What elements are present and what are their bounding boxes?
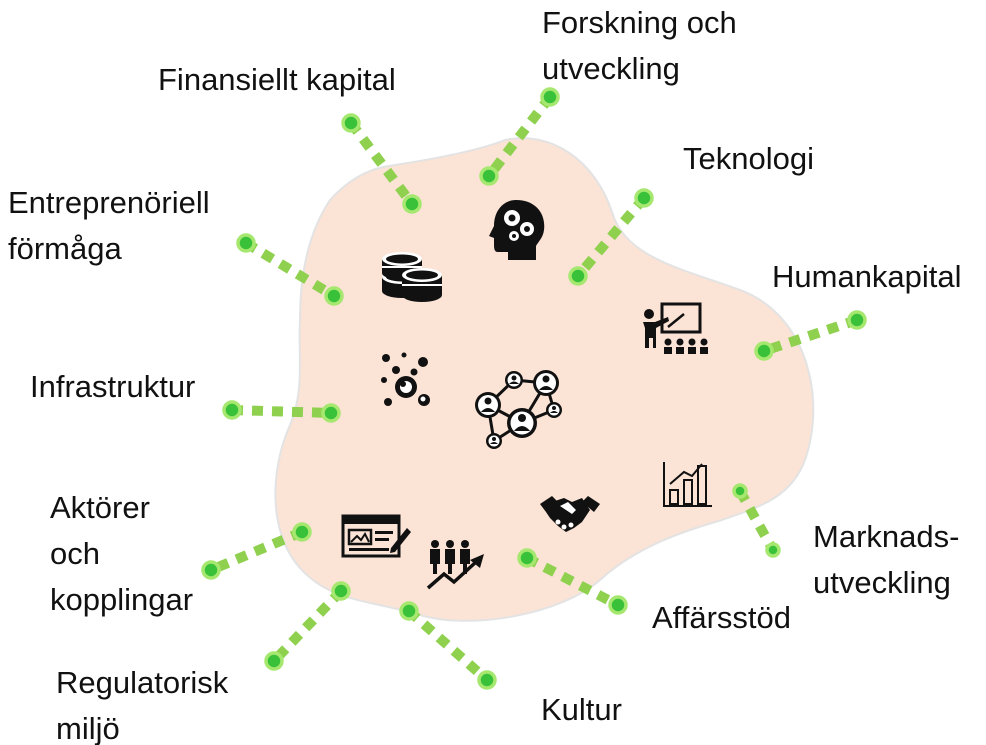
coins-icon (382, 252, 442, 302)
dot (321, 403, 341, 423)
dot (341, 113, 361, 133)
head-gears-icon (489, 200, 545, 260)
dot (331, 581, 351, 601)
dot (479, 166, 499, 186)
presentation-icon (643, 302, 708, 354)
label-forskning: Forskning och utveckling (542, 5, 737, 86)
connectors (209, 93, 859, 684)
label-finansiellt: Finansiellt kapital (158, 62, 396, 97)
label-aktorer: Aktörer och kopplingar (50, 490, 194, 617)
dot (236, 233, 256, 253)
dot (517, 548, 537, 568)
dot (540, 87, 560, 107)
connector-aktorer (209, 527, 304, 575)
connector-regulatorisk (270, 587, 345, 665)
connector-teknologi (574, 194, 648, 280)
label-entreprenoriell: Entreprenöriell förmåga (8, 185, 210, 266)
connector-kultur (405, 607, 491, 684)
connector-dots (201, 87, 867, 690)
label-marknad: Marknads- utveckling (813, 519, 960, 600)
dot (477, 670, 497, 690)
label-infrastruktur: Infrastruktur (30, 369, 196, 404)
dot (222, 400, 242, 420)
people-network-icon (475, 370, 562, 449)
label-affarsstod: Affärsstöd (652, 600, 792, 635)
dot (732, 483, 748, 499)
bar-chart-growth-icon (663, 462, 712, 507)
dot (399, 601, 419, 621)
label-teknologi: Teknologi (683, 141, 814, 176)
connector-entreprenoriell (243, 238, 337, 301)
dot (568, 266, 588, 286)
connector-forskning (485, 93, 554, 180)
handshake-icon (540, 496, 600, 532)
icons (341, 200, 712, 590)
connector-infrastruktur (231, 405, 332, 418)
dot (264, 651, 284, 671)
label-kultur: Kultur (541, 692, 622, 727)
dot (634, 188, 654, 208)
dot (201, 560, 221, 580)
label-regulatorisk: Regulatorisk miljö (56, 665, 229, 745)
connector-affarsstod (524, 553, 621, 610)
dot (765, 542, 781, 558)
dot (292, 522, 312, 542)
dot (847, 310, 867, 330)
label-humankapital: Humankapital (772, 259, 962, 294)
connector-humankapital (762, 315, 859, 356)
connector-finansiellt (347, 119, 416, 208)
dot (324, 286, 344, 306)
dot (754, 341, 774, 361)
team-growth-icon (426, 540, 484, 590)
bubbles-icon (381, 352, 430, 406)
dot (608, 595, 628, 615)
web-page-icon (341, 514, 411, 558)
dot (402, 194, 422, 214)
